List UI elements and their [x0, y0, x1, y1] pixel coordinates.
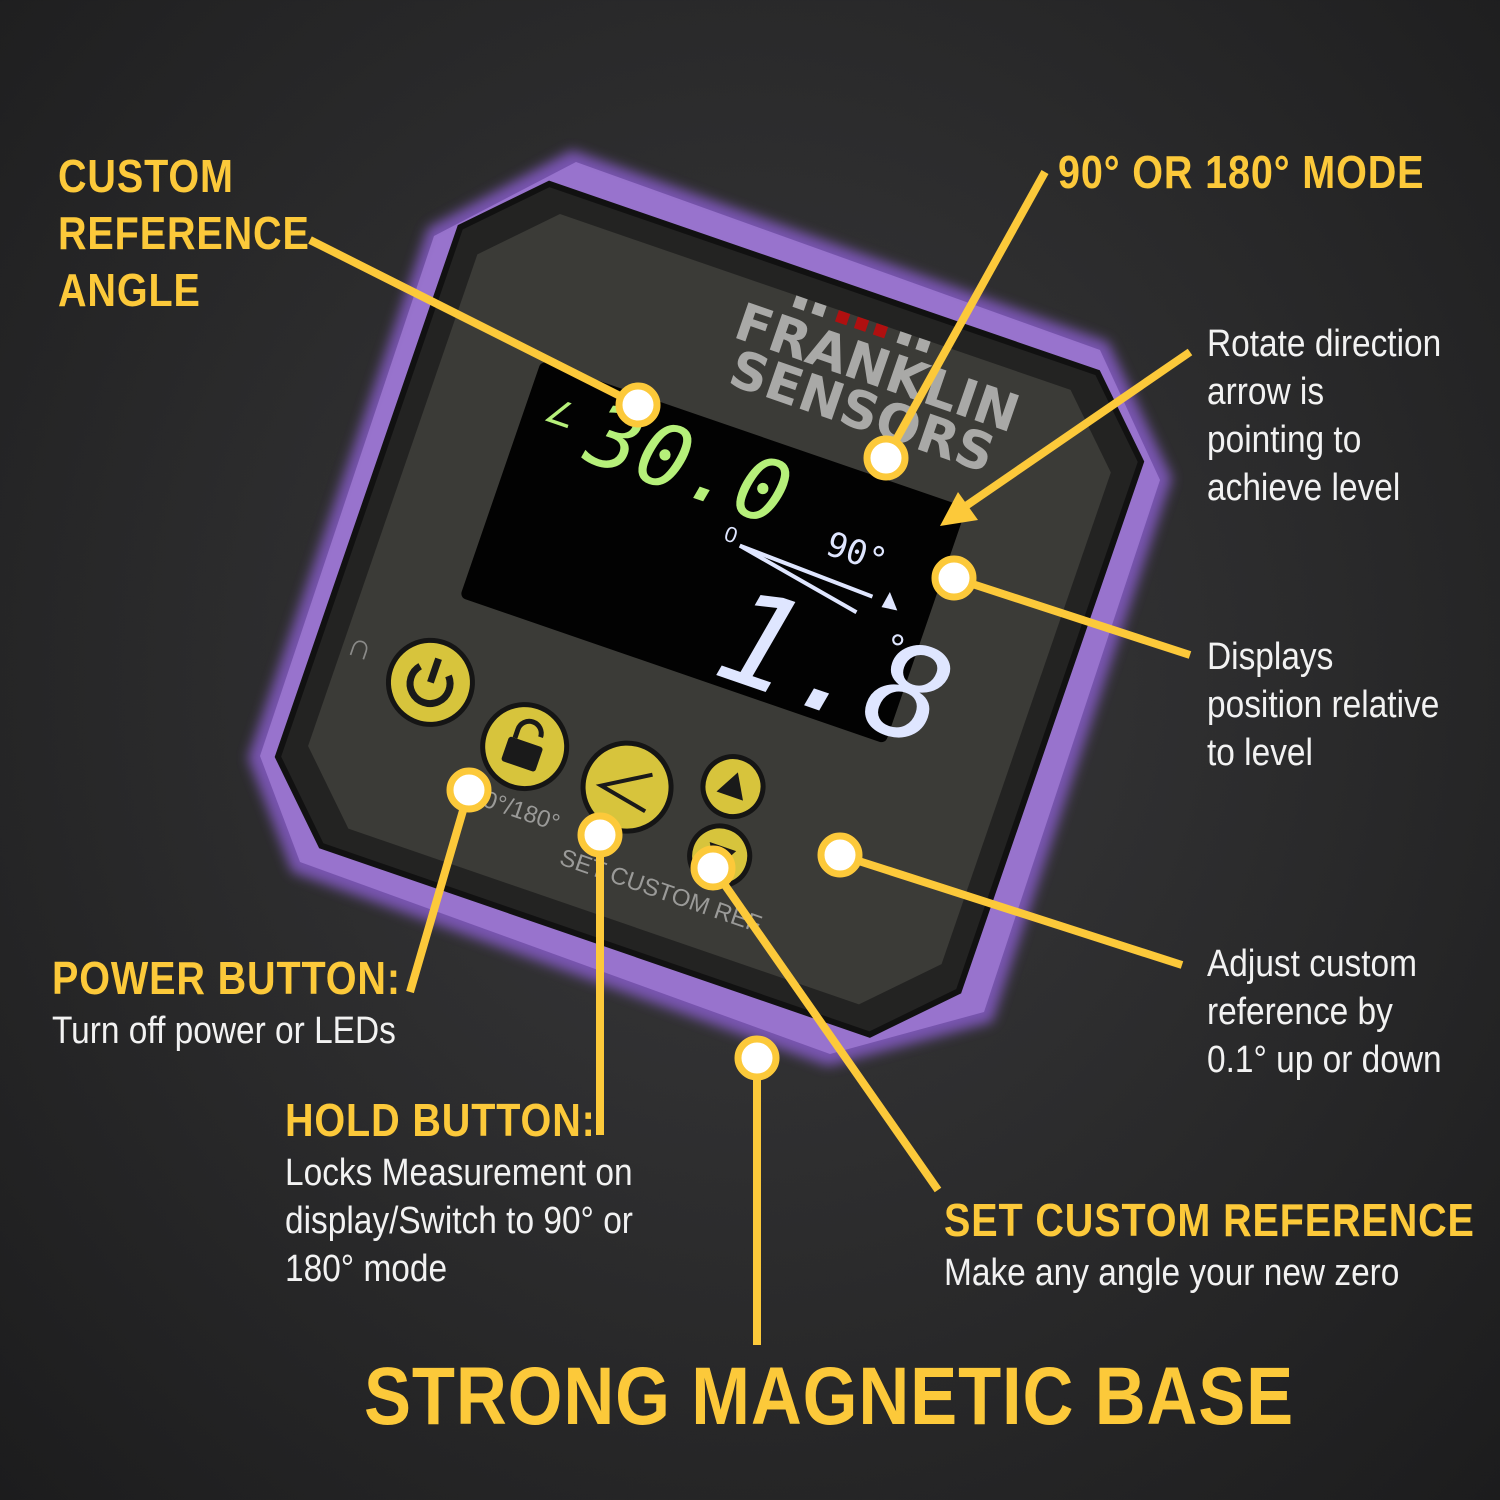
hold-button[interactable]	[471, 693, 578, 800]
set-custom-description: Make any angle your new zero	[944, 1252, 1400, 1294]
callout-line-power	[406, 788, 473, 994]
callout-line-set-custom	[709, 865, 942, 1193]
hold-title: HOLD BUTTON:	[285, 1094, 596, 1146]
up-arrow-icon	[716, 772, 743, 801]
callout-dot	[931, 555, 977, 601]
power-title: POWER BUTTON:	[52, 952, 401, 1004]
power-button[interactable]	[377, 629, 484, 736]
up-button[interactable]	[695, 748, 771, 824]
power-description: Turn off power or LEDs	[52, 1010, 396, 1052]
callout-dot	[577, 812, 623, 858]
custom-reference-angle-title: CUSTOM REFERENCE ANGLE	[58, 150, 310, 316]
callout-line-custom-ref	[308, 236, 640, 409]
power-icon	[406, 663, 454, 708]
lock-icon	[501, 736, 543, 772]
lcd-screen	[461, 362, 965, 743]
set-custom-title: SET CUSTOM REFERENCE	[944, 1194, 1475, 1246]
callout-dot	[817, 832, 863, 878]
power-callout: POWER BUTTON: Turn off power or LEDs	[52, 950, 458, 1055]
callout-line-displays	[952, 574, 1192, 659]
rotate-direction-arrow	[881, 592, 898, 611]
callout-dot	[446, 767, 492, 813]
callout-dot	[863, 435, 909, 481]
arrowhead-rotate	[940, 492, 978, 526]
mode-title: 90° OR 180° MODE	[1058, 146, 1425, 198]
magnetic-base-title: STRONG MAGNETIC BASE	[364, 1351, 1295, 1442]
callout-line-rotate	[957, 348, 1193, 514]
angle-icon	[595, 772, 653, 814]
callout-dot	[734, 1035, 780, 1081]
callout-dot	[690, 845, 736, 891]
callout-line-mode	[882, 170, 1049, 460]
callout-dot	[615, 382, 661, 428]
callout-line-adjust	[838, 851, 1184, 969]
set-custom-ref-button[interactable]	[571, 731, 683, 843]
set-custom-callout: SET CUSTOM REFERENCE Make any angle your…	[944, 1192, 1500, 1297]
level-indicator	[739, 543, 874, 599]
